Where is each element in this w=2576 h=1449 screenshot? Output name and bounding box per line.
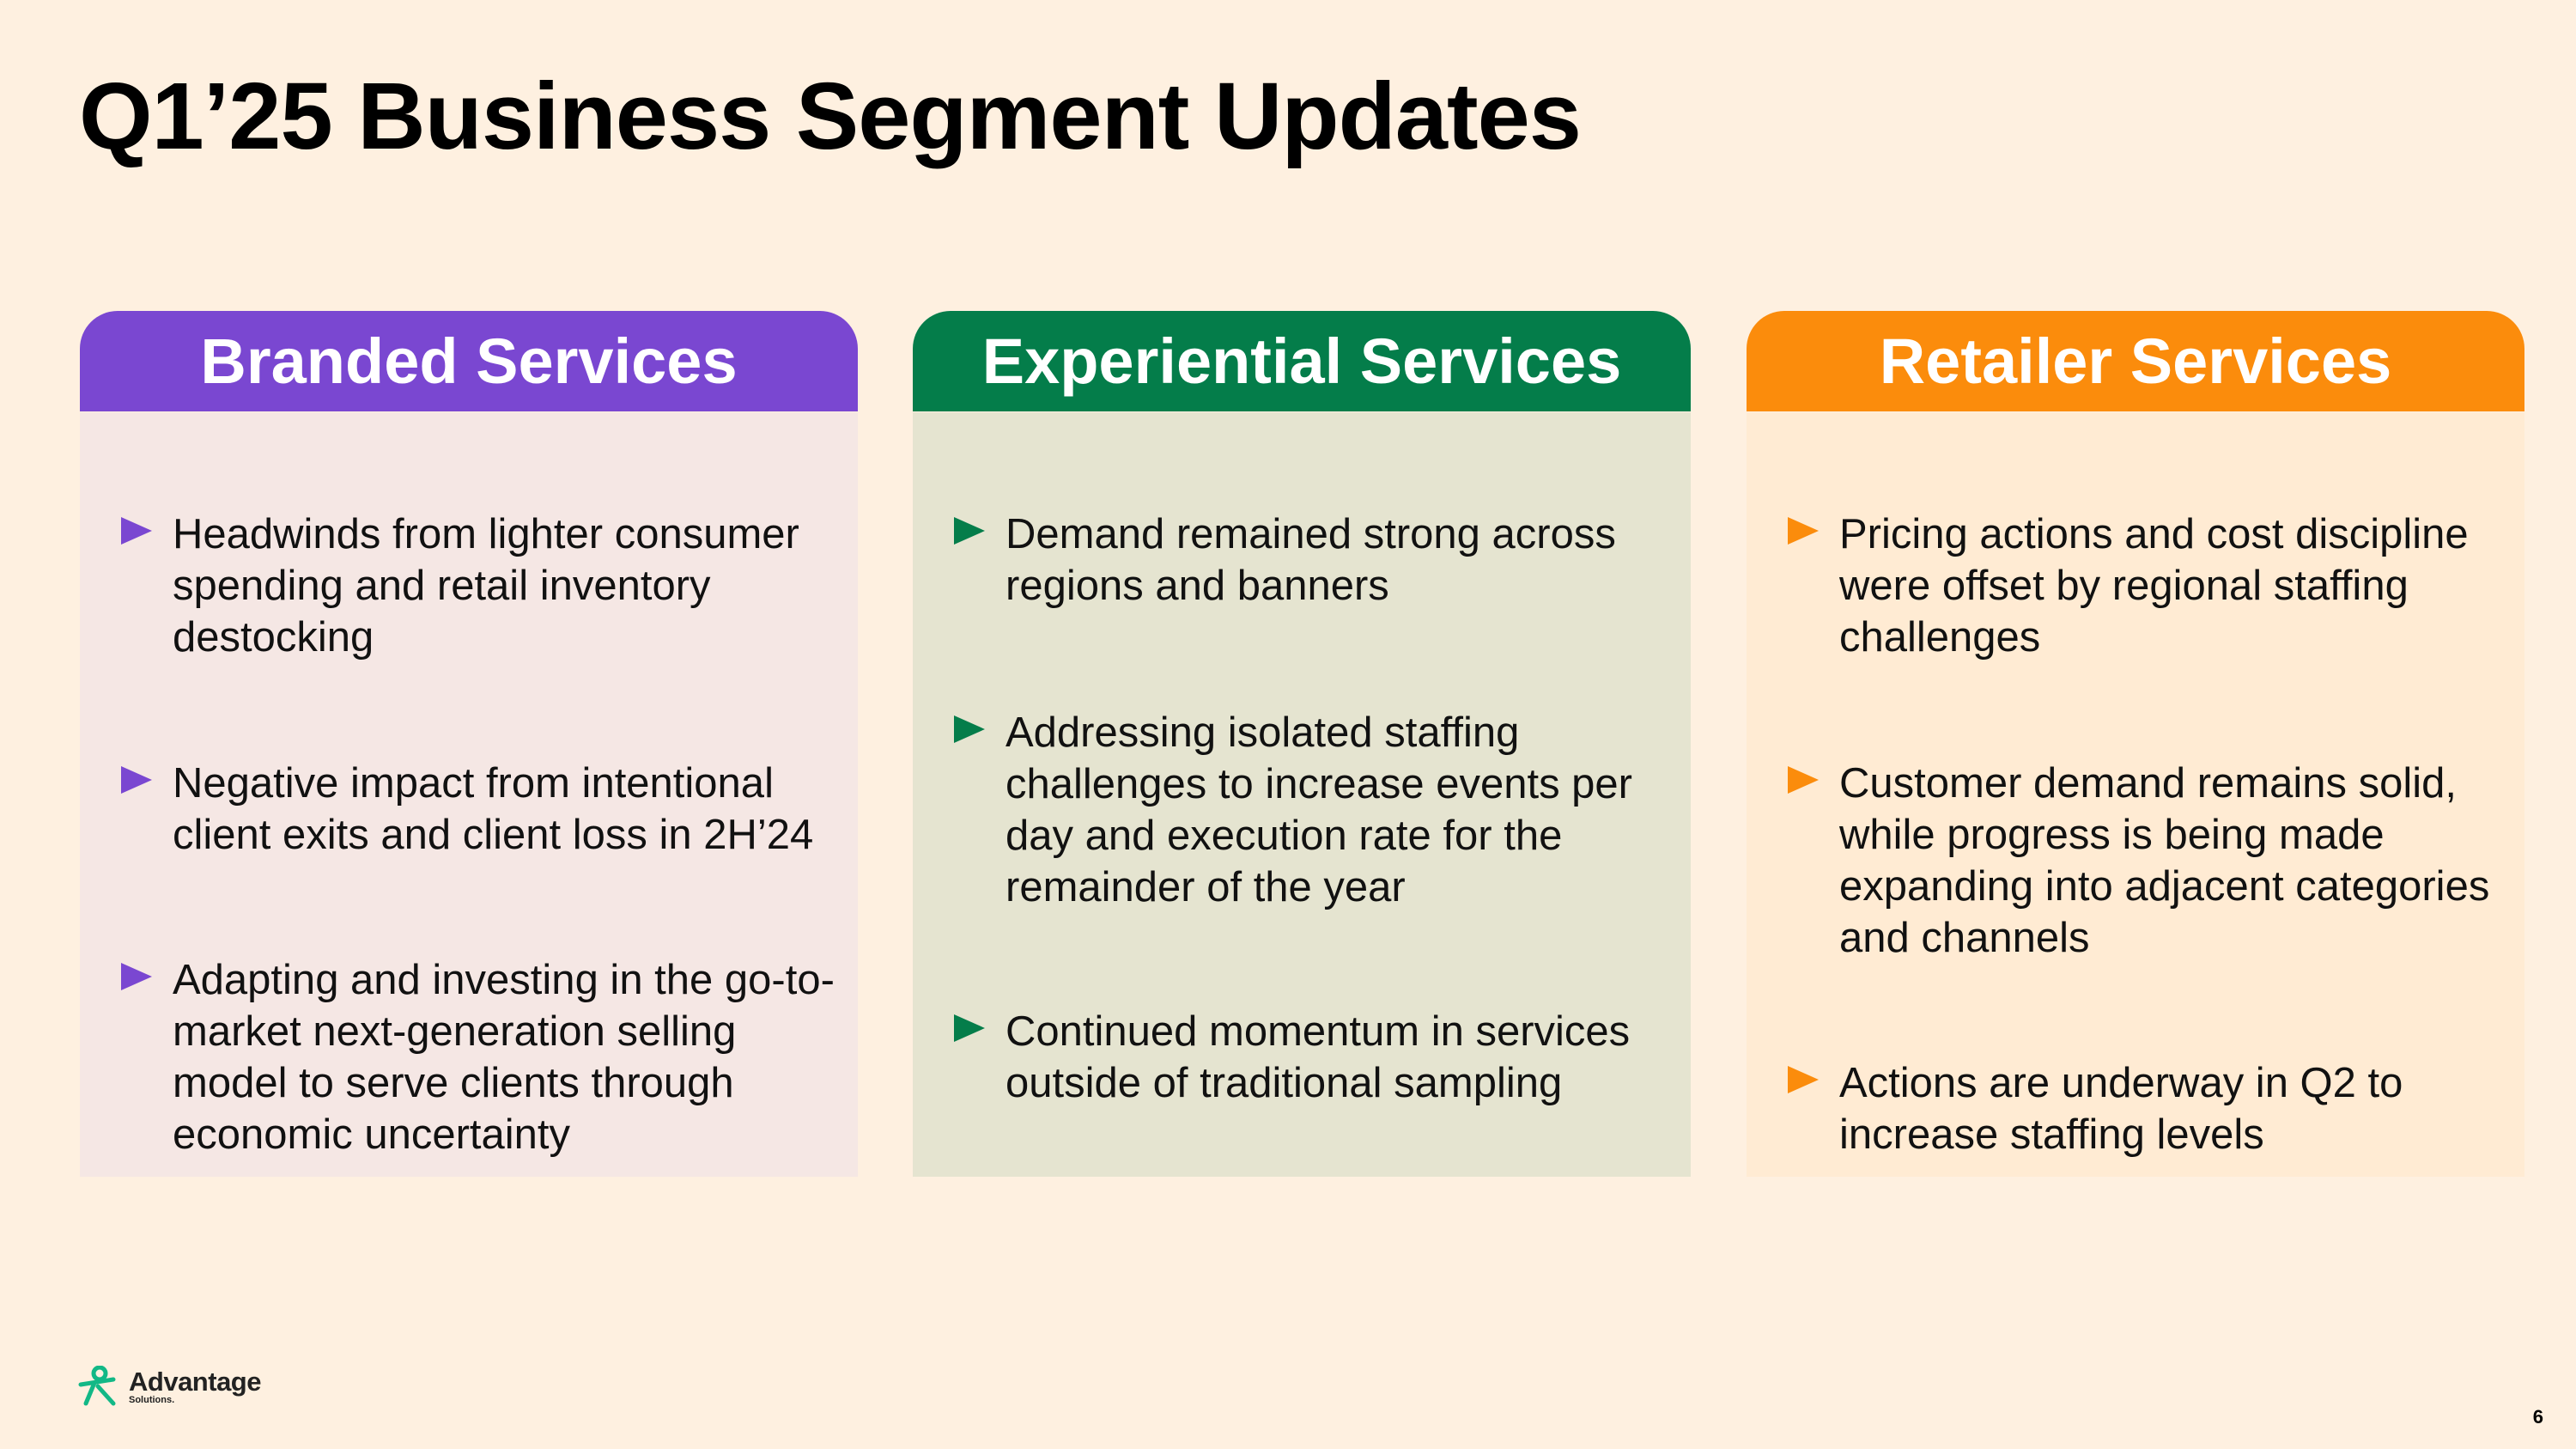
segment-branded-services: Branded Services Headwinds from lighter … [80, 311, 858, 1177]
segment-body-branded: Headwinds from lighter consumer spending… [80, 412, 858, 1177]
triangle-bullet-icon [954, 715, 985, 743]
segment-retailer-services: Retailer Services Pricing actions and co… [1747, 311, 2524, 1177]
triangle-bullet-icon [121, 963, 152, 990]
triangle-bullet-icon [1788, 1066, 1819, 1093]
bullet-item: Actions are underway in Q2 to increase s… [1788, 1057, 2507, 1160]
segment-header-branded: Branded Services [80, 311, 858, 411]
bullet-item: Continued momentum in services outside o… [954, 1006, 1674, 1109]
triangle-bullet-icon [954, 1014, 985, 1042]
bullet-text: Continued momentum in services outside o… [1005, 1008, 1631, 1106]
page-number: 6 [2532, 1406, 2543, 1428]
triangle-bullet-icon [121, 766, 152, 794]
page-title: Q1’25 Business Segment Updates [79, 64, 1582, 169]
bullet-item: Negative impact from intentional client … [121, 758, 841, 861]
bullet-item: Addressing isolated staffing challenges … [954, 707, 1674, 913]
segment-header-experiential: Experiential Services [913, 311, 1691, 411]
advantage-solutions-logo: Advantage Solutions. [76, 1366, 261, 1407]
bullet-text: Pricing actions and cost discipline were… [1839, 511, 2469, 661]
bullet-text: Negative impact from intentional client … [173, 760, 814, 858]
bullet-item: Demand remained strong across regions an… [954, 508, 1674, 612]
triangle-bullet-icon [1788, 766, 1819, 794]
segment-header-retailer: Retailer Services [1747, 311, 2524, 411]
advantage-figure-icon [78, 1366, 116, 1406]
bullet-text: Actions are underway in Q2 to increase s… [1839, 1060, 2403, 1158]
triangle-bullet-icon [121, 517, 152, 545]
bullet-item: Pricing actions and cost discipline were… [1788, 508, 2507, 663]
bullet-text: Addressing isolated staffing challenges … [1005, 709, 1632, 910]
bullet-text: Headwinds from lighter consumer spending… [173, 511, 799, 661]
segment-body-experiential: Demand remained strong across regions an… [913, 412, 1691, 1177]
segment-body-retailer: Pricing actions and cost discipline were… [1747, 412, 2524, 1177]
segment-experiential-services: Experiential Services Demand remained st… [913, 311, 1691, 1177]
bullet-item: Adapting and investing in the go-to-mark… [121, 954, 841, 1160]
bullet-text: Demand remained strong across regions an… [1005, 511, 1616, 609]
logo-name: Advantage [129, 1366, 261, 1397]
bullet-text: Customer demand remains solid, while pro… [1839, 760, 2490, 961]
bullet-text: Adapting and investing in the go-to-mark… [173, 957, 835, 1158]
bullet-item: Customer demand remains solid, while pro… [1788, 758, 2507, 964]
triangle-bullet-icon [954, 517, 985, 545]
logo-subtitle: Solutions. [129, 1394, 175, 1405]
triangle-bullet-icon [1788, 517, 1819, 545]
bullet-item: Headwinds from lighter consumer spending… [121, 508, 841, 663]
